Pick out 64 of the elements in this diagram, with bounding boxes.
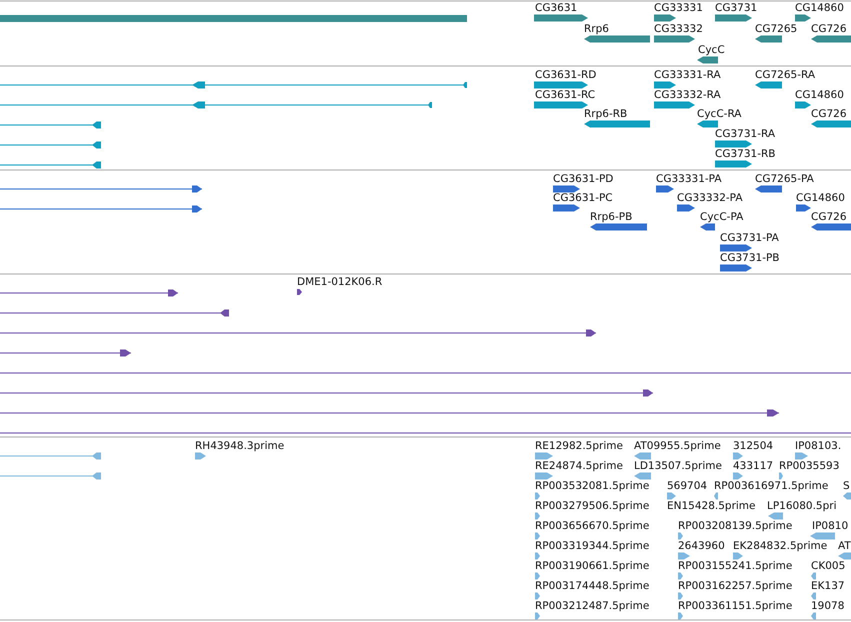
feature-label: RP003174448.5prime xyxy=(535,580,650,592)
feature-label: LD13507.5prime xyxy=(634,460,722,472)
feature-label: Rrp6-PB xyxy=(590,211,632,223)
feature-label: LP16080.5pri xyxy=(767,500,837,512)
feature-label: CG3631-PD xyxy=(553,173,614,185)
feature-label: CycC-PA xyxy=(700,211,744,223)
feature-label: EN15428.5prime xyxy=(667,500,756,512)
feature-label: RP003190661.5prime xyxy=(535,560,650,572)
feature-label: RP003212487.5prime xyxy=(535,600,650,612)
feature-label: RP003361151.5prime xyxy=(678,600,792,612)
feature-label: CG7265-RA xyxy=(755,69,816,81)
feature-label: CG726 xyxy=(811,23,847,35)
feature-label: CG33331-RA xyxy=(654,69,721,81)
feature-label: CG14860 xyxy=(795,89,844,101)
feature-label: 433117 xyxy=(733,460,774,472)
feature-label: RE24874.5prime xyxy=(535,460,623,472)
feature-label: EK137 xyxy=(811,580,845,592)
feature-label: CG33331 xyxy=(654,2,703,14)
feature-label: CG726 xyxy=(811,108,847,120)
feature-label: RP003656670.5prime xyxy=(535,520,650,532)
feature-label: CG33332 xyxy=(654,23,703,35)
feature-label: EK284832.5prime xyxy=(733,540,828,552)
feature-label: RP003208139.5prime xyxy=(678,520,792,532)
feature-label: CG3731 xyxy=(715,2,758,14)
feature-label: CG726 xyxy=(811,211,847,223)
feature-label: RP0035593 xyxy=(779,460,840,472)
feature-label: 569704 xyxy=(667,480,708,492)
feature-label: CG3731-PA xyxy=(720,232,779,244)
feature-label: 2643960 xyxy=(678,540,725,552)
feature-label: 19078 xyxy=(811,600,844,612)
feature-label: CG3731-PB xyxy=(720,252,780,264)
feature-label: CG3631-PC xyxy=(553,192,613,204)
feature-label: CG7265 xyxy=(755,23,798,35)
feature-label: CycC xyxy=(698,44,725,56)
feature-label: DME1-012K06.R xyxy=(297,276,382,288)
feature-label: S xyxy=(843,480,850,492)
feature-label: AT09955.5prime xyxy=(634,440,721,452)
feature-label: CG3731-RA xyxy=(715,128,776,140)
feature-label: RE12982.5prime xyxy=(535,440,623,452)
feature-label: IP0810 xyxy=(812,520,848,532)
feature-label: RP003155241.5prime xyxy=(678,560,792,572)
feature-label: 312504 xyxy=(733,440,774,452)
feature-label: CG3631-RD xyxy=(535,69,596,81)
feature-label: CG14860 xyxy=(795,2,844,14)
feature-label: CG33331-PA xyxy=(656,173,722,185)
feature-label: Rrp6 xyxy=(584,23,609,35)
feature-label: CG33332-RA xyxy=(654,89,721,101)
feature-label: CG14860 xyxy=(796,192,845,204)
feature-label: RP003532081.5prime xyxy=(535,480,650,492)
feature-label: RP003162257.5prime xyxy=(678,580,792,592)
feature-label: CG3631-RC xyxy=(535,89,596,101)
feature-label: AT xyxy=(838,540,851,552)
feature-label: RP003616971.5prime xyxy=(714,480,828,492)
feature-label: IP08103. xyxy=(795,440,842,452)
feature-label: Rrp6-RB xyxy=(584,108,628,120)
feature-label: RH43948.3prime xyxy=(195,440,284,452)
feature-label: RP003319344.5prime xyxy=(535,540,650,552)
feature-label: CK005 xyxy=(811,560,846,572)
feature-label: CG33332-PA xyxy=(677,192,743,204)
feature-label: RP003279506.5prime xyxy=(535,500,650,512)
feature-label: CycC-RA xyxy=(697,108,742,120)
feature-label: CG3631 xyxy=(535,2,578,14)
feature-label: CG3731-RB xyxy=(715,148,776,160)
feature-label: CG7265-PA xyxy=(755,173,814,185)
